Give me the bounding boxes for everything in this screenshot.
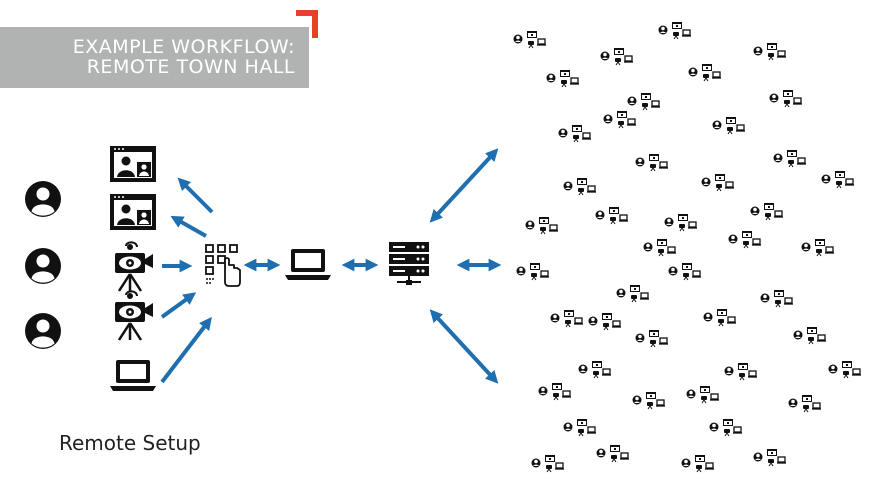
viewer-workstation-icon xyxy=(827,360,862,379)
viewer-workstation-icon xyxy=(634,329,669,348)
presenter-person-icon xyxy=(25,313,61,349)
corner-accent-mark xyxy=(296,10,318,38)
viewer-workstation-icon xyxy=(792,326,827,345)
viewer-workstation-icon xyxy=(772,149,807,168)
viewer-workstation-icon xyxy=(702,308,737,327)
viewer-workstation-icon xyxy=(515,262,550,281)
viewer-workstation-icon xyxy=(562,418,597,437)
viewer-workstation-icon xyxy=(700,173,735,192)
laptop-icon xyxy=(110,360,156,391)
switcher-touch-icon xyxy=(205,244,241,287)
viewer-workstation-icon xyxy=(524,216,559,235)
remote-audience-group xyxy=(512,21,862,473)
viewer-workstation-icon xyxy=(680,454,715,473)
viewer-workstation-icon xyxy=(727,230,762,249)
video-call-window-icon xyxy=(110,146,156,182)
viewer-workstation-icon xyxy=(687,63,722,82)
viewer-workstation-icon xyxy=(594,206,629,225)
viewer-workstation-icon xyxy=(642,238,677,257)
presenter-person-icon xyxy=(25,248,61,284)
viewer-workstation-icon xyxy=(615,284,650,303)
viewer-workstation-icon xyxy=(634,153,669,172)
viewer-workstation-icon xyxy=(631,391,666,410)
viewer-workstation-icon xyxy=(512,30,547,49)
viewer-workstation-icon xyxy=(602,110,637,129)
viewer-workstation-icon xyxy=(545,69,580,88)
viewer-workstation-icon xyxy=(768,89,803,108)
title-banner: EXAMPLE WORKFLOW: REMOTE TOWN HALL xyxy=(0,27,309,88)
viewer-workstation-icon xyxy=(530,454,565,473)
viewer-workstation-icon xyxy=(562,177,597,196)
video-call-window-icon xyxy=(110,194,156,230)
viewer-workstation-icon xyxy=(626,92,661,111)
flow-arrow xyxy=(160,292,197,319)
viewer-workstation-icon xyxy=(595,444,630,463)
viewer-workstation-icon xyxy=(537,382,572,401)
viewer-workstation-icon xyxy=(711,116,746,135)
flow-arrow xyxy=(170,215,207,238)
viewer-workstation-icon xyxy=(587,312,622,331)
viewer-workstation-icon xyxy=(599,47,634,66)
flow-arrow xyxy=(177,177,214,214)
viewer-workstation-icon xyxy=(787,394,822,413)
viewer-workstation-icon xyxy=(663,213,698,232)
title-line-2: REMOTE TOWN HALL xyxy=(86,56,295,78)
viewer-workstation-icon xyxy=(557,124,592,143)
viewer-workstation-icon xyxy=(749,202,784,221)
remote-setup-caption: Remote Setup xyxy=(59,431,201,455)
presenter-person-icon xyxy=(25,181,61,217)
video-camera-icon xyxy=(113,241,155,293)
bidirectional-arrow xyxy=(429,148,499,223)
viewer-workstation-icon xyxy=(723,362,758,381)
viewer-workstation-icon xyxy=(820,170,855,189)
title-line-1: EXAMPLE WORKFLOW: xyxy=(72,36,295,58)
video-camera-icon xyxy=(113,290,155,342)
viewer-workstation-icon xyxy=(577,360,612,379)
viewer-workstation-icon xyxy=(657,21,692,40)
server-icon xyxy=(388,241,430,286)
flow-arrow xyxy=(160,316,212,384)
viewer-workstation-icon xyxy=(800,238,835,257)
viewer-workstation-icon xyxy=(667,262,702,281)
viewer-workstation-icon xyxy=(685,385,720,404)
bidirectional-arrow xyxy=(429,309,499,384)
viewer-workstation-icon xyxy=(549,309,584,328)
viewer-workstation-icon xyxy=(752,448,787,467)
viewer-workstation-icon xyxy=(708,418,743,437)
viewer-workstation-icon xyxy=(752,42,787,61)
viewer-workstation-icon xyxy=(759,289,794,308)
laptop-icon xyxy=(285,249,331,280)
